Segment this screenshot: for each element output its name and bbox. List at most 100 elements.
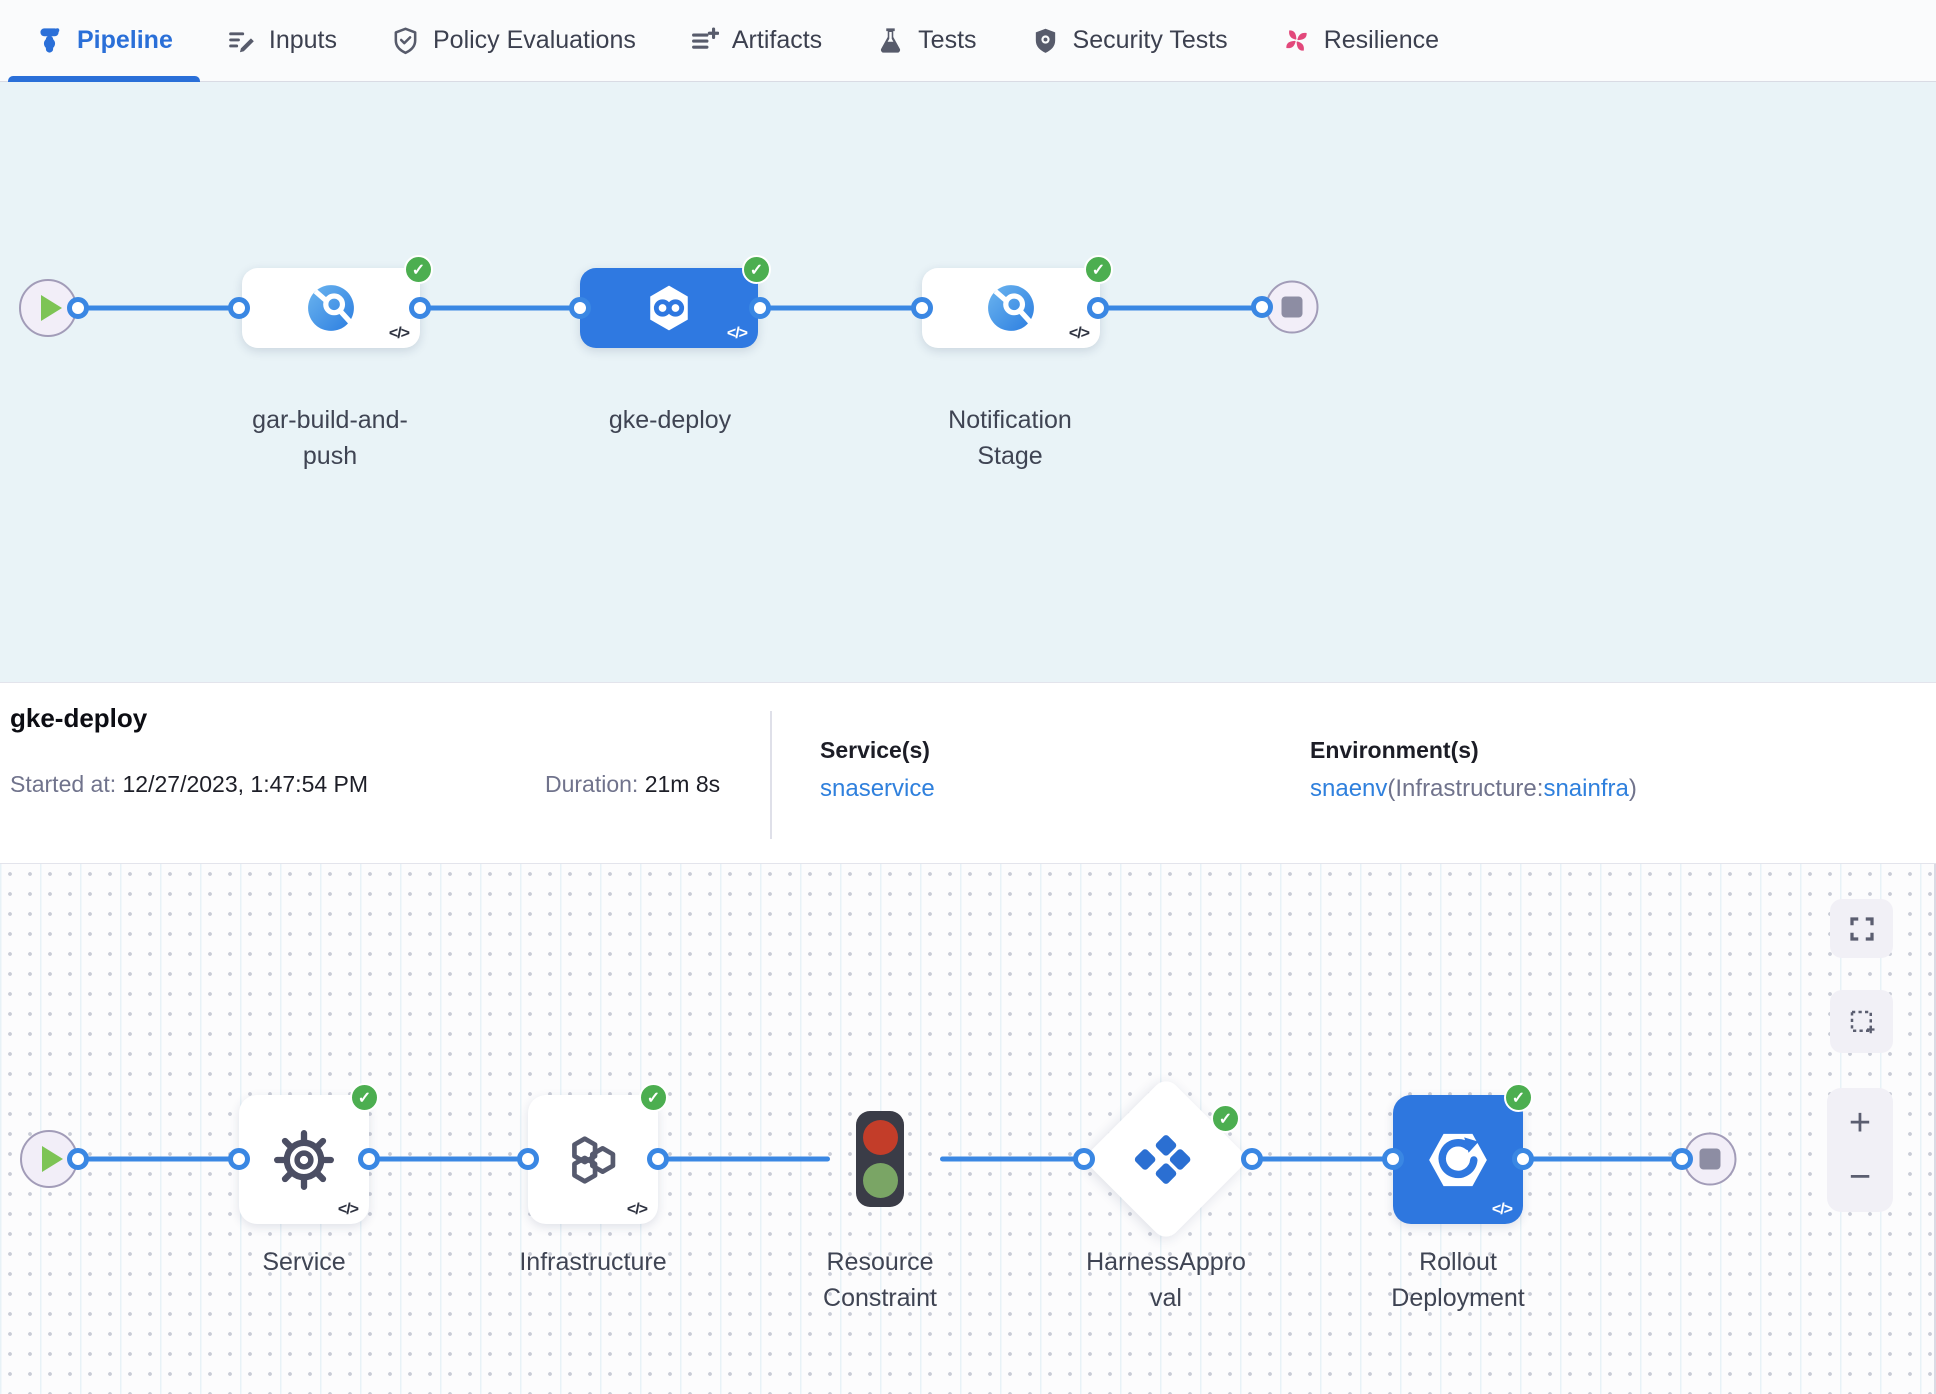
step-name[interactable]: HarnessApproval (1086, 1248, 1246, 1312)
code-icon: </> (626, 1201, 648, 1218)
stage-name[interactable]: gar-build-and-push (252, 406, 408, 470)
infrastructure-prefix: (Infrastructure: (1387, 775, 1544, 802)
port (67, 297, 89, 319)
port (67, 1148, 89, 1170)
step-card-rollout-deployment[interactable]: ✓ </> (1393, 1083, 1533, 1224)
success-badge: ✓ (1084, 255, 1113, 284)
services-label: Service(s) (820, 737, 930, 763)
play-icon (41, 295, 62, 321)
build-stage-icon (306, 283, 356, 333)
tab-pipeline[interactable]: Pipeline (8, 0, 200, 82)
port (647, 1148, 669, 1170)
port (1241, 1148, 1263, 1170)
tab-label: Resilience (1323, 26, 1440, 54)
approval-diamond-icon (1133, 1126, 1199, 1192)
step-name[interactable]: Resource Constraint (823, 1248, 937, 1312)
tab-policy-evaluations[interactable]: Policy Evaluations (364, 0, 663, 81)
wire (369, 1156, 528, 1162)
selection-box-icon (1847, 1007, 1877, 1037)
duration-value: 21m 8s (644, 771, 721, 797)
stage-pipeline-canvas: ✓ </> ✓ </> ✓ </> gar-build-and-push gke… (0, 82, 1936, 682)
play-icon (42, 1146, 63, 1172)
stage-card-gar-build-and-push[interactable]: ✓ </> (242, 255, 433, 348)
stop-icon (1281, 296, 1303, 318)
environment-link[interactable]: snaenv (1310, 775, 1388, 802)
duration: Duration: 21m 8s (545, 771, 720, 798)
wire (760, 305, 922, 311)
wire (940, 1156, 1084, 1162)
wire (1523, 1156, 1682, 1162)
artifacts-icon (690, 26, 719, 55)
environment-value: snaenv(Infrastructure:snainfra) (1310, 775, 1637, 803)
step-name[interactable]: Service (262, 1248, 346, 1276)
zoom-out-button[interactable]: − (1848, 1156, 1872, 1198)
expand-icon (1847, 914, 1877, 944)
stage-title: gke-deploy (10, 703, 148, 733)
infrastructure-link[interactable]: snainfra (1543, 775, 1629, 802)
port (1671, 1148, 1693, 1170)
deploy-stage-icon (644, 283, 694, 333)
tab-label: Pipeline (77, 26, 173, 54)
code-icon: </> (1491, 1201, 1513, 1218)
tab-label: Security Tests (1072, 26, 1228, 54)
tab-label: Policy Evaluations (432, 26, 636, 54)
pipeline-icon (35, 26, 64, 55)
end-node (1265, 280, 1319, 334)
started-label: Started at: (10, 771, 117, 797)
step-resource-constraint[interactable] (856, 1111, 904, 1207)
port (409, 297, 431, 319)
traffic-light-green (862, 1163, 898, 1199)
inputs-icon (227, 26, 256, 55)
step-name[interactable]: Infrastructure (519, 1248, 667, 1276)
port (228, 1148, 250, 1170)
tab-tests[interactable]: Tests (849, 0, 1003, 81)
rollout-deployment-icon (1425, 1127, 1491, 1193)
fullscreen-button[interactable] (1830, 899, 1893, 958)
stage-summary-bar: gke-deploy Started at: 12/27/2023, 1:47:… (0, 682, 1936, 864)
policy-shield-icon (391, 26, 420, 55)
tab-label: Inputs (268, 26, 337, 54)
port (569, 297, 591, 319)
port (1512, 1148, 1534, 1170)
zoom-in-button[interactable]: + (1848, 1102, 1872, 1144)
stage-name[interactable]: Notification Stage (948, 406, 1072, 470)
started-at: Started at: 12/27/2023, 1:47:54 PM (10, 771, 368, 798)
code-icon: </> (1068, 325, 1090, 342)
port (1073, 1148, 1095, 1170)
tab-resilience[interactable]: Resilience (1255, 0, 1466, 81)
step-card-service[interactable]: ✓ </> (239, 1083, 379, 1224)
port (1382, 1148, 1404, 1170)
resilience-icon (1282, 26, 1311, 55)
divider (770, 711, 772, 839)
success-badge: ✓ (1504, 1083, 1533, 1112)
security-shield-icon (1031, 26, 1060, 55)
service-link[interactable]: snaservice (820, 775, 935, 802)
step-card-infrastructure[interactable]: ✓ </> (528, 1083, 668, 1224)
port (1251, 296, 1273, 318)
code-icon: </> (726, 325, 748, 342)
success-badge: ✓ (639, 1083, 668, 1112)
stage-card-gke-deploy[interactable]: ✓ </> (580, 255, 771, 348)
wire (420, 305, 580, 311)
infrastructure-suffix: ) (1628, 775, 1637, 802)
port (228, 297, 250, 319)
tab-artifacts[interactable]: Artifacts (663, 0, 849, 81)
wire (78, 305, 239, 311)
port (517, 1148, 539, 1170)
wire (1098, 305, 1262, 311)
stage-name[interactable]: gke-deploy (608, 406, 732, 434)
zoom-controls: + − (1827, 1088, 1893, 1212)
port (911, 297, 933, 319)
success-badge: ✓ (350, 1083, 379, 1112)
selection-mode-button[interactable] (1830, 990, 1893, 1053)
wire (78, 1156, 239, 1162)
tab-inputs[interactable]: Inputs (200, 0, 364, 81)
execution-graph-canvas[interactable]: ✓ </> ✓ </> ✓ ✓ </> Service Infrastructu… (0, 864, 1936, 1394)
service-gear-icon (271, 1127, 337, 1193)
stage-card-notification-stage[interactable]: ✓ </> (922, 255, 1113, 348)
tab-security-tests[interactable]: Security Tests (1004, 0, 1255, 81)
infrastructure-hexagons-icon (560, 1127, 626, 1193)
tab-label: Artifacts (731, 26, 823, 54)
duration-label: Duration: (545, 771, 639, 797)
step-name[interactable]: Rollout Deployment (1391, 1248, 1525, 1312)
